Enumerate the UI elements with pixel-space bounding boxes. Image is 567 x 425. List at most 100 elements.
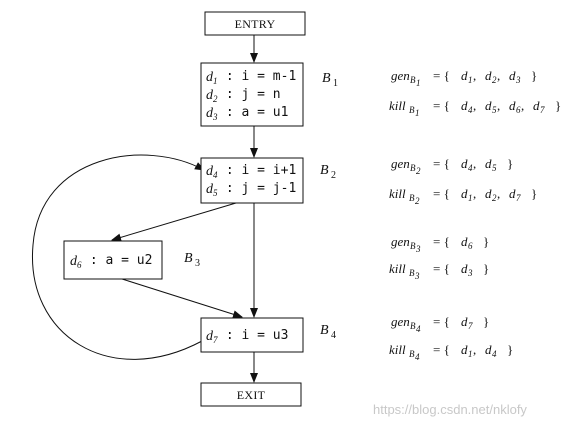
set-item-symbol: d bbox=[485, 156, 492, 171]
gen-name: gen bbox=[391, 314, 410, 329]
set-block: B bbox=[410, 75, 416, 85]
block-label: B bbox=[184, 251, 193, 266]
set-item-subscript: 7 bbox=[468, 321, 473, 331]
def-row: d 2 : j = n bbox=[206, 87, 281, 104]
gen-name: gen bbox=[391, 234, 410, 249]
set-block: B bbox=[409, 105, 415, 115]
def-symbol: d bbox=[206, 88, 214, 103]
set-close: } bbox=[531, 68, 537, 83]
def-subscript: 4 bbox=[213, 170, 218, 180]
def-symbol: d bbox=[206, 70, 214, 85]
set-close: } bbox=[555, 98, 561, 113]
def-code: : a = u1 bbox=[218, 105, 288, 120]
def-row: d 6 : a = u2 bbox=[70, 253, 152, 270]
def-subscript: 6 bbox=[77, 260, 82, 270]
set-item-symbol: d bbox=[461, 314, 468, 329]
set-item-symbol: d bbox=[461, 342, 468, 357]
set-item-symbol: d bbox=[533, 98, 540, 113]
set-open: = { bbox=[433, 342, 450, 357]
exit-node: EXIT bbox=[200, 382, 302, 407]
set-item-symbol: d bbox=[509, 68, 516, 83]
gen-name: gen bbox=[391, 68, 410, 83]
block-label-subscript: 2 bbox=[331, 170, 336, 181]
kill-name: kill bbox=[389, 342, 406, 357]
block-label: B bbox=[320, 323, 329, 338]
block-b2: d 4 : i = i+1 d 5 : j = j-1 B 2 bbox=[200, 157, 336, 204]
set-item-symbol: d bbox=[461, 234, 468, 249]
set-close: } bbox=[507, 156, 513, 171]
set-item-subscript: 1 bbox=[468, 75, 473, 85]
set-close: } bbox=[507, 342, 513, 357]
set-block: B bbox=[410, 241, 416, 251]
def-symbol: d bbox=[206, 164, 214, 179]
set-block: B bbox=[410, 321, 416, 331]
set-item-subscript: 2 bbox=[492, 193, 497, 203]
def-subscript: 5 bbox=[213, 188, 218, 198]
set-separator: , bbox=[497, 68, 500, 83]
def-row: d 3 : a = u1 bbox=[206, 105, 288, 122]
edges bbox=[32, 35, 258, 383]
set-separator: , bbox=[473, 156, 476, 171]
block-label-subscript: 3 bbox=[195, 258, 200, 269]
set-item-subscript: 4 bbox=[468, 105, 473, 115]
set-block-subscript: 4 bbox=[415, 352, 420, 362]
set-item-symbol: d bbox=[461, 156, 468, 171]
set-block-subscript: 1 bbox=[416, 78, 421, 88]
set-item-symbol: d bbox=[485, 186, 492, 201]
set-close: } bbox=[483, 261, 489, 276]
set-item-symbol: d bbox=[485, 68, 492, 83]
def-code: : a = u2 bbox=[82, 253, 152, 268]
edge-b2-b3 bbox=[111, 202, 237, 242]
set-item-subscript: 7 bbox=[540, 105, 545, 115]
set-item-subscript: 6 bbox=[516, 105, 521, 115]
set-item-symbol: d bbox=[509, 186, 516, 201]
set-item-subscript: 5 bbox=[492, 105, 497, 115]
set-block-subscript: 3 bbox=[414, 271, 420, 281]
set-open: = { bbox=[433, 186, 450, 201]
def-symbol: d bbox=[206, 182, 214, 197]
entry-label: ENTRY bbox=[235, 17, 276, 31]
def-code: : i = m-1 bbox=[218, 69, 296, 84]
set-close: } bbox=[483, 234, 489, 249]
set-block-subscript: 4 bbox=[416, 324, 421, 334]
set-block: B bbox=[409, 268, 415, 278]
set-item-symbol: d bbox=[461, 261, 468, 276]
def-row: d 7 : i = u3 bbox=[206, 328, 288, 345]
set-separator: , bbox=[473, 98, 476, 113]
set-open: = { bbox=[433, 68, 450, 83]
def-code: : j = j-1 bbox=[218, 181, 296, 196]
def-subscript: 1 bbox=[213, 76, 218, 86]
set-separator: , bbox=[497, 98, 500, 113]
kill-name: kill bbox=[389, 186, 406, 201]
set-item-symbol: d bbox=[509, 98, 516, 113]
block-label: B bbox=[320, 163, 329, 178]
set-separator: , bbox=[497, 186, 500, 201]
def-symbol: d bbox=[206, 106, 214, 121]
def-symbol: d bbox=[206, 329, 214, 344]
block-label-subscript: 1 bbox=[333, 78, 338, 89]
set-item-subscript: 1 bbox=[468, 349, 473, 359]
set-item-symbol: d bbox=[461, 98, 468, 113]
set-separator: , bbox=[521, 98, 524, 113]
set-open: = { bbox=[433, 261, 450, 276]
def-subscript: 2 bbox=[213, 94, 218, 104]
kill-name: kill bbox=[389, 98, 406, 113]
block-b4: d 7 : i = u3 B 4 bbox=[200, 317, 336, 353]
exit-label: EXIT bbox=[237, 388, 266, 402]
kill-name: kill bbox=[389, 261, 406, 276]
set-block-subscript: 2 bbox=[415, 196, 420, 206]
set-item-subscript: 5 bbox=[492, 163, 497, 173]
set-open: = { bbox=[433, 314, 450, 329]
set-item-symbol: d bbox=[485, 98, 492, 113]
set-close: } bbox=[531, 186, 537, 201]
set-block: B bbox=[409, 349, 415, 359]
edge-b4-b2-back bbox=[32, 154, 205, 360]
block-b1: d 1 : i = m-1 d 2 : j = n d 3 : a = u1 B… bbox=[200, 62, 338, 127]
set-item-symbol: d bbox=[461, 68, 468, 83]
entry-node: ENTRY bbox=[204, 11, 306, 36]
set-separator: , bbox=[473, 68, 476, 83]
block-label-subscript: 4 bbox=[331, 330, 336, 341]
def-code: : i = u3 bbox=[218, 328, 288, 343]
def-code: : i = i+1 bbox=[218, 163, 296, 178]
